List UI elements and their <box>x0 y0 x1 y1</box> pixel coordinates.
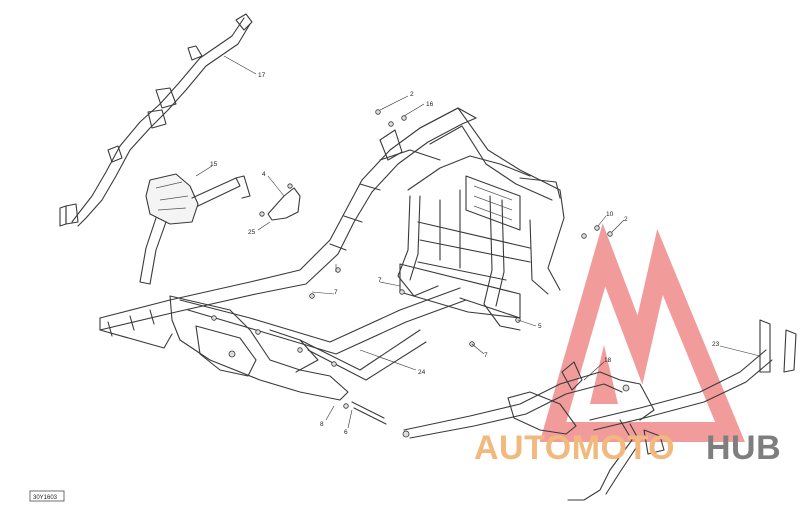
part-18-lower-arm <box>402 361 630 439</box>
callout-18: 18 <box>604 357 612 364</box>
hardware-bolts <box>309 109 613 425</box>
watermark-hub: HUB <box>706 429 781 467</box>
callout-25: 25 <box>248 229 256 236</box>
callout-15: 15 <box>210 161 218 168</box>
callout-leaders <box>195 55 761 429</box>
watermark-automoto: AUTOMOTO <box>474 429 675 467</box>
callout-17: 17 <box>258 72 266 79</box>
callout-2-top: 2 <box>410 91 414 98</box>
callout-7-right: 7 <box>484 352 488 359</box>
callout-8: 8 <box>320 421 324 428</box>
part-24-cross-member <box>179 287 467 381</box>
callout-16: 16 <box>426 101 434 108</box>
callout-labels: 17 15 4 25 2 16 7 7 10 2 5 7 24 18 23 8 … <box>210 72 720 436</box>
part-17-upper-rail <box>59 13 253 227</box>
reference-code: 30Y1603 <box>33 495 58 501</box>
reference-code-box: 30Y1603 <box>29 490 65 502</box>
watermark-logo <box>539 223 745 442</box>
cage-structure <box>379 107 565 331</box>
callout-23: 23 <box>712 341 720 348</box>
part-23-right-rail <box>567 319 797 501</box>
callout-2-right: 2 <box>624 216 628 223</box>
callout-5: 5 <box>538 323 542 330</box>
callout-6: 6 <box>344 429 348 436</box>
front-lower-assembly <box>99 295 349 401</box>
part-4-bracket <box>259 183 301 221</box>
callout-10: 10 <box>606 211 614 218</box>
part-15-bracket <box>139 173 251 285</box>
callout-7-left: 7 <box>334 289 338 296</box>
callout-24: 24 <box>418 369 426 376</box>
callout-7-mid: 7 <box>378 277 382 284</box>
watermark-text: AUTOMOTO HUB <box>474 429 781 467</box>
callout-4: 4 <box>262 171 266 178</box>
